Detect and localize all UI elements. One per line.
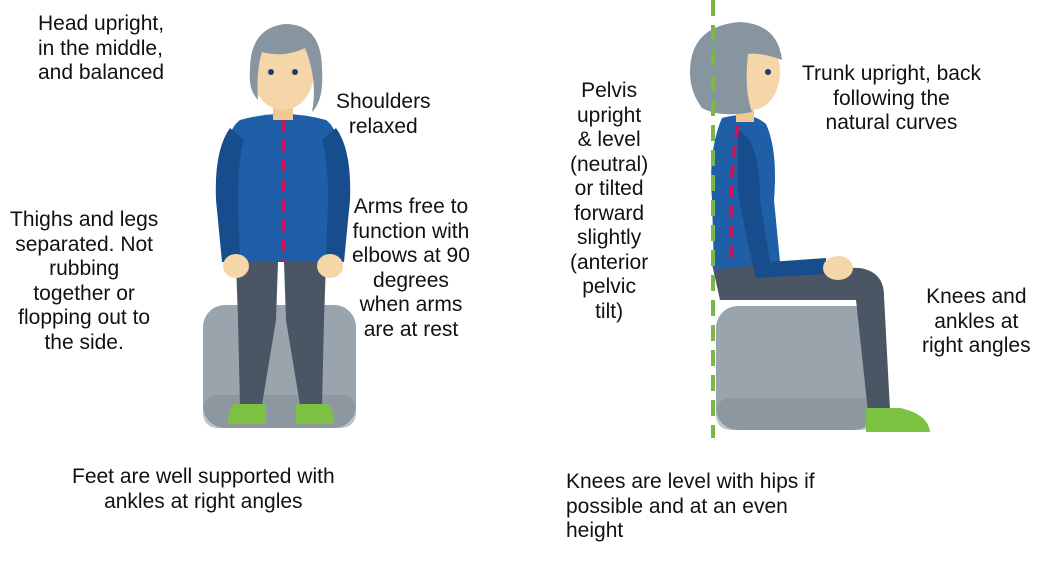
- knees-ankles-label: Knees and ankles at right angles: [922, 285, 1031, 359]
- side-arm: [738, 130, 826, 278]
- pelvis-label: Pelvis upright & level (neutral) or tilt…: [570, 79, 648, 324]
- trunk-label: Trunk upright, back following the natura…: [802, 62, 981, 136]
- side-hand: [823, 256, 853, 280]
- front-left-shoe: [228, 404, 266, 424]
- feet-caption: Feet are well supported with ankles at r…: [72, 465, 335, 514]
- arms-label: Arms free to function with elbows at 90 …: [352, 195, 470, 342]
- shoulders-label: Shoulders relaxed: [336, 90, 431, 139]
- head-label: Head upright, in the middle, and balance…: [38, 12, 164, 86]
- front-seated-figure: [203, 24, 356, 428]
- front-right-shoe: [296, 404, 334, 424]
- front-right-hand: [317, 254, 343, 278]
- thighs-label: Thighs and legs separated. Not rubbing t…: [10, 208, 158, 355]
- side-shoe: [866, 408, 930, 432]
- front-left-hand: [223, 254, 249, 278]
- knees-caption: Knees are level with hips if possible an…: [566, 470, 815, 544]
